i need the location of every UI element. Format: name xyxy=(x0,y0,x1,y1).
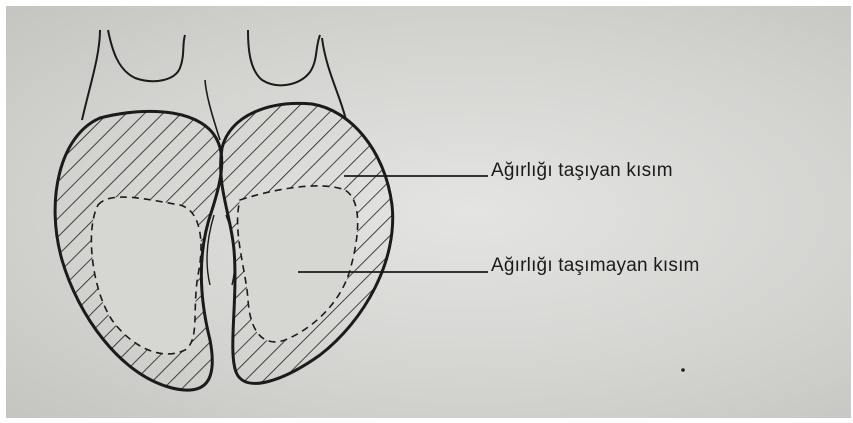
diagram-photo xyxy=(6,6,851,418)
label-non-weight-bearing: Ağırlığı taşımayan kısım xyxy=(491,255,700,277)
label-weight-bearing: Ağırlığı taşıyan kısım xyxy=(491,160,673,182)
heel-bulbs-drawing xyxy=(6,6,851,418)
right-bulb-hatch xyxy=(210,95,410,405)
dewclaw-left-outline xyxy=(108,30,185,81)
dot-mark xyxy=(681,368,685,372)
leg-left-outline xyxy=(82,30,100,120)
dewclaw-right-outline xyxy=(248,30,320,85)
